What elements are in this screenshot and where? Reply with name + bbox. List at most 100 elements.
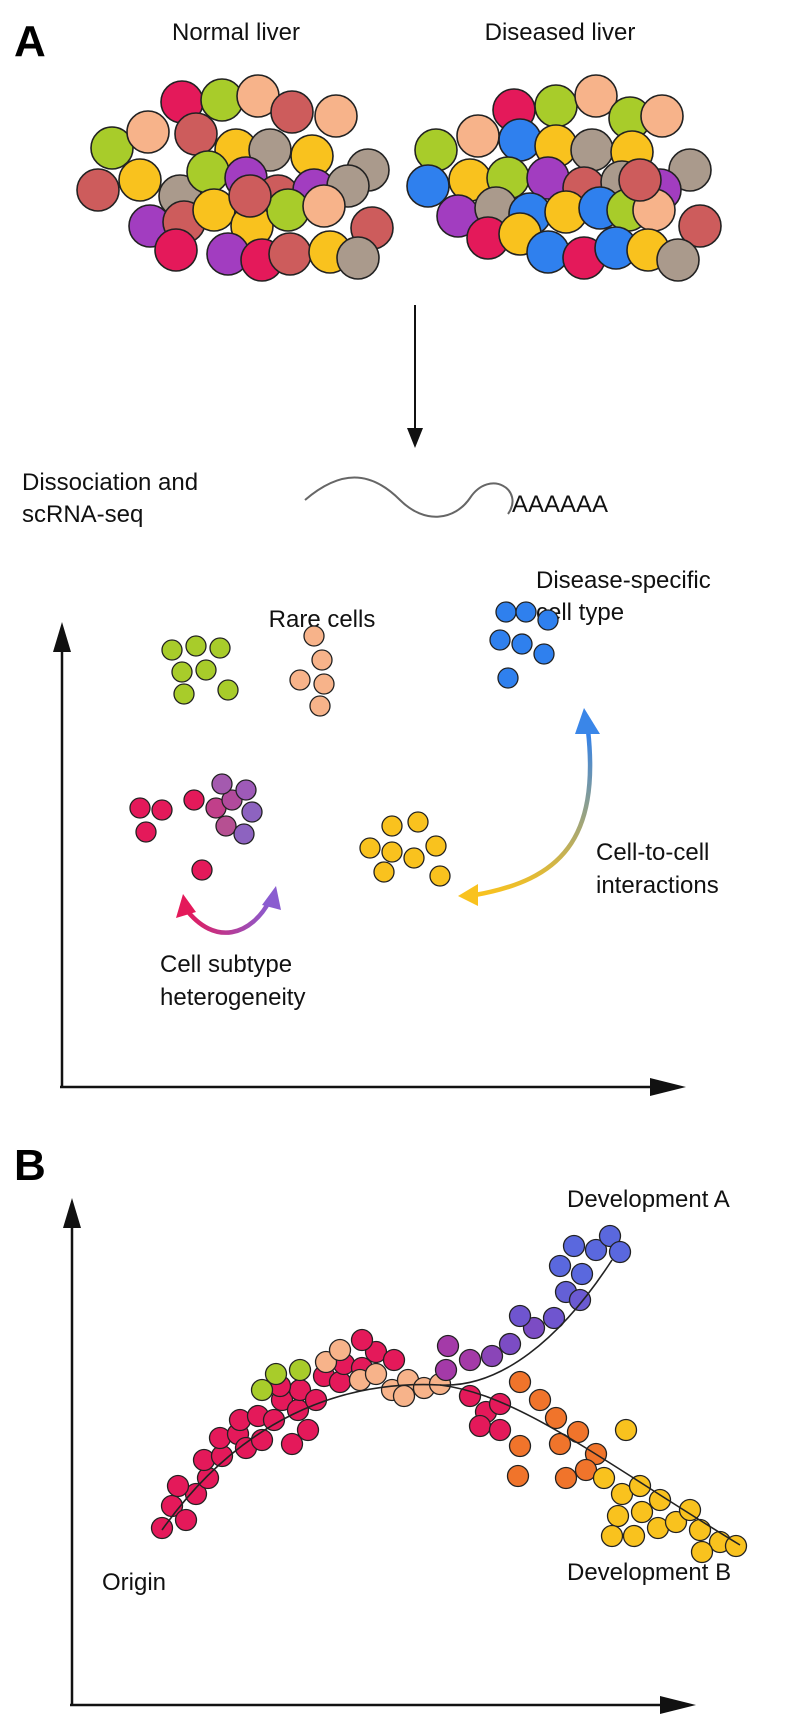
cell-peach — [314, 94, 358, 138]
subtype-cell — [233, 823, 255, 845]
trajectory-cell — [528, 1388, 552, 1412]
trajectory-cell — [436, 1334, 460, 1358]
cell-green — [534, 84, 578, 128]
peach-cell — [289, 669, 311, 691]
peach-cell — [303, 625, 325, 647]
peach-cell — [309, 695, 331, 717]
trajectory-cell — [554, 1466, 578, 1490]
trajectory-cell — [598, 1224, 622, 1248]
cell-pink — [154, 228, 198, 272]
trajectory-cell — [548, 1254, 572, 1278]
disease-specific-label-line1: Disease-specific — [536, 567, 711, 594]
subtype-cell — [183, 789, 205, 811]
yellow-cell — [425, 835, 447, 857]
trajectory-cell — [568, 1288, 592, 1312]
subtype-cell — [191, 859, 213, 881]
yellow-cell — [381, 841, 403, 863]
trajectory-cell — [208, 1426, 232, 1450]
origin-label: Origin — [102, 1569, 166, 1596]
trajectory-cell — [382, 1348, 406, 1372]
normal-liver-cluster — [76, 74, 394, 282]
trajectory-cell — [678, 1498, 702, 1522]
trajectory-cell — [350, 1328, 374, 1352]
blue-cell — [533, 643, 555, 665]
subtype-cell — [241, 801, 263, 823]
cell-blue — [406, 164, 450, 208]
heterogeneity-label-line1: Cell subtype — [160, 951, 292, 978]
yellow-cell — [359, 837, 381, 859]
subtype-cell — [211, 773, 233, 795]
blue-cell — [489, 629, 511, 651]
trajectory-cell — [488, 1418, 512, 1442]
peach-cell — [311, 649, 333, 671]
green-cell — [173, 683, 195, 705]
trajectory-cell — [508, 1304, 532, 1328]
rare-cells-label: Rare cells — [269, 606, 376, 633]
green-cell — [209, 637, 231, 659]
trajectory-cell — [166, 1474, 190, 1498]
cell-peach — [302, 184, 346, 228]
trajectory-cell — [228, 1408, 252, 1432]
yellow-cell — [381, 815, 403, 837]
trajectory-cell — [544, 1406, 568, 1430]
blue-cell — [511, 633, 533, 655]
heterogeneity-arrow — [176, 886, 281, 935]
cell-green — [90, 126, 134, 170]
trajectory-cell — [690, 1540, 714, 1564]
heterogeneity-label-line2: heterogeneity — [160, 984, 305, 1011]
trajectory-cell — [458, 1348, 482, 1372]
trajectory-cell — [264, 1362, 288, 1386]
cell-salmon — [618, 158, 662, 202]
cell-salmon — [76, 168, 120, 212]
green-cell — [161, 639, 183, 661]
trajectory-cell — [288, 1358, 312, 1382]
blue-cell — [497, 667, 519, 689]
trajectory-cell — [600, 1524, 624, 1548]
cell-salmon — [270, 90, 314, 134]
mrna-strand — [304, 476, 514, 518]
green-cell — [217, 679, 239, 701]
diseased-liver-label: Diseased liver — [485, 19, 636, 46]
cell-grey — [336, 236, 380, 280]
process-arrow — [407, 305, 423, 448]
yellow-cell — [429, 865, 451, 887]
trajectory-cell — [192, 1448, 216, 1472]
cell-peach — [126, 110, 170, 154]
green-cell — [195, 659, 217, 681]
trajectory-cell — [434, 1358, 458, 1382]
development-b-label: Development B — [567, 1559, 731, 1586]
blue-cell — [515, 601, 537, 623]
panel-a-letter: A — [14, 17, 46, 66]
trajectory-lines — [161, 1259, 741, 1546]
subtype-cell — [151, 799, 173, 821]
trajectory-cell — [174, 1508, 198, 1532]
trajectory-cell — [508, 1370, 532, 1394]
cell-blue — [498, 118, 542, 162]
trajectory-cell — [608, 1240, 632, 1264]
trajectory-cell — [570, 1262, 594, 1286]
blue-cell — [537, 609, 559, 631]
interactions-label-line1: Cell-to-cell — [596, 839, 709, 866]
development-a-label: Development A — [567, 1186, 730, 1213]
dissociation-label-line2: scRNA-seq — [22, 501, 143, 528]
cell-salmon — [174, 112, 218, 156]
trajectory-cell — [628, 1474, 652, 1498]
cell-grey — [248, 128, 292, 172]
subtype-cell — [129, 797, 151, 819]
interactions-label-line2: interactions — [596, 872, 719, 899]
cell-grey — [570, 128, 614, 172]
trajectory-cell — [488, 1392, 512, 1416]
trajectory-cell — [364, 1362, 388, 1386]
cell-blue — [526, 230, 570, 274]
trajectory-cell — [196, 1466, 220, 1490]
yellow-cell — [403, 847, 425, 869]
green-cell — [171, 661, 193, 683]
trajectory-cell — [724, 1534, 748, 1558]
interaction-arrow — [458, 708, 600, 906]
trajectory-cell — [328, 1370, 352, 1394]
trajectory-cell — [328, 1338, 352, 1362]
normal-liver-label: Normal liver — [172, 19, 300, 46]
panel-a-axes — [53, 622, 686, 1096]
trajectory-cell — [468, 1414, 492, 1438]
